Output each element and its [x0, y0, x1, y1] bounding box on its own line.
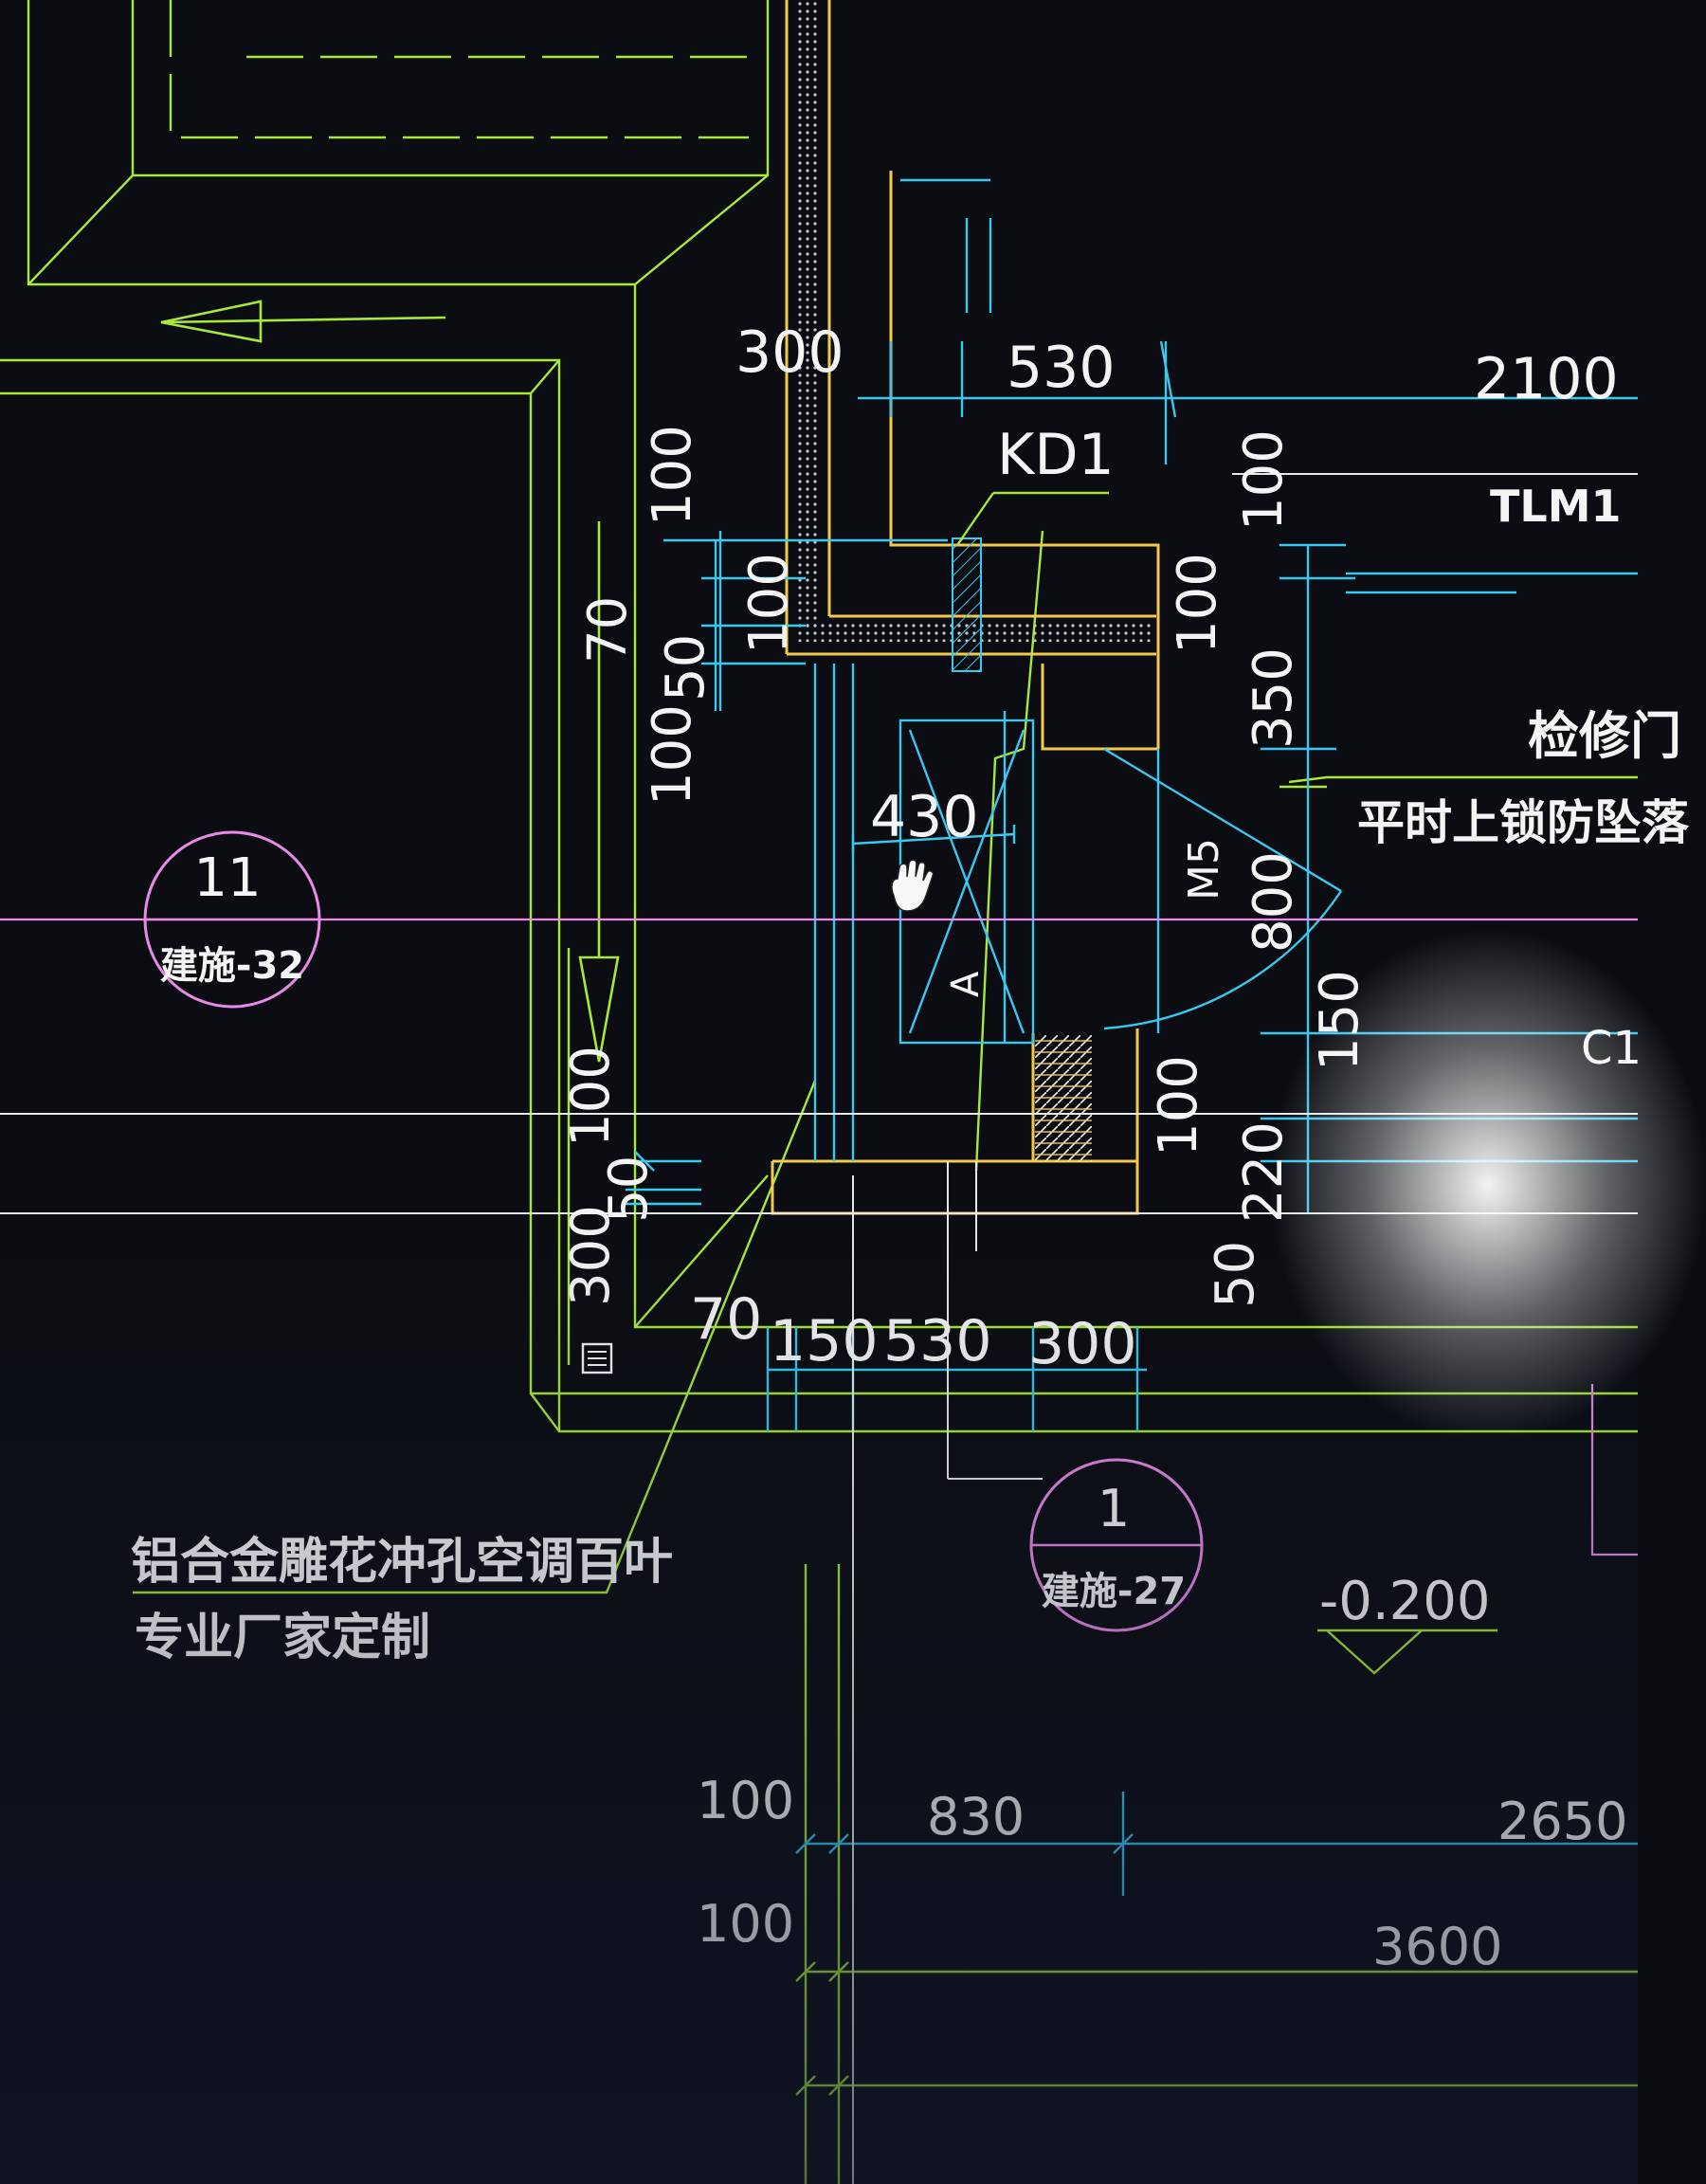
dim-430: 430	[870, 784, 979, 850]
dim-350-v: 350	[1243, 647, 1304, 749]
labels: KD1 TLM1 M5 A 检修门 平时上锁防坠落 C1 铝合金雕花冲孔空调百叶…	[131, 422, 1690, 1666]
dim-3600: 3600	[1372, 1917, 1502, 1976]
detail-sheet: 建施-27	[1042, 1570, 1186, 1613]
label-access-door: 检修门	[1528, 706, 1681, 766]
dim-300-h: 300	[1028, 1311, 1137, 1377]
cyan-lines	[626, 178, 1638, 1896]
dim-530-top: 530	[1007, 335, 1116, 401]
dim-70-h: 70	[690, 1286, 762, 1353]
dim-100-v-right-mid: 100	[1167, 553, 1228, 654]
hand-cursor-icon	[891, 859, 935, 912]
dim-220-v: 220	[1233, 1121, 1295, 1223]
wall-hatch	[1035, 1035, 1092, 1161]
label-lock-note: 平时上锁防坠落	[1357, 795, 1690, 850]
dim-150-v: 150	[1309, 970, 1370, 1071]
detail-mark-11[interactable]: 11 建施-32	[143, 830, 321, 1009]
dim-100-bottom-b: 100	[697, 1894, 794, 1954]
detail-number: 1	[1098, 1479, 1130, 1538]
column-hatch	[952, 537, 982, 672]
dim-800-v: 800	[1243, 851, 1304, 953]
detail-mark-1[interactable]: 1 建施-27	[1029, 1458, 1204, 1632]
dim-50-v-right: 50	[1205, 1241, 1266, 1308]
dim-100-v-c: 100	[642, 704, 703, 806]
detail-sheet: 建施-32	[160, 944, 304, 988]
dim-100-v-b: 100	[738, 553, 800, 654]
label-c: C1	[1581, 1022, 1642, 1075]
dim-300-top: 300	[735, 319, 844, 386]
dim-150-h: 150	[770, 1308, 879, 1374]
grip-icon[interactable]	[581, 1342, 613, 1374]
dim-2650: 2650	[1497, 1792, 1627, 1851]
dim-50-v-left: 50	[598, 1156, 660, 1223]
label-elevation: -0.200	[1319, 1571, 1491, 1632]
detail-number: 11	[193, 847, 261, 909]
dim-530-h: 530	[883, 1308, 992, 1374]
label-tlm1: TLM1	[1490, 481, 1621, 532]
elevation-symbol	[1317, 1629, 1497, 1675]
dim-2100-top: 2100	[1474, 346, 1619, 412]
dim-50-v: 50	[655, 634, 717, 701]
dim-100-v-right-low: 100	[1148, 1055, 1209, 1156]
label-kd1: KD1	[997, 422, 1115, 488]
dim-100-v-a: 100	[642, 425, 703, 526]
dim-70-v: 70	[577, 596, 639, 664]
dim-100-v-left-low: 100	[560, 1046, 622, 1147]
insulation-layer	[798, 0, 819, 630]
magenta-lines	[0, 918, 1638, 1556]
dim-100-v-right-top: 100	[1233, 429, 1295, 531]
label-a-mark: A	[944, 971, 988, 997]
label-louver-note-1: 铝合金雕花冲孔空调百叶	[131, 1534, 673, 1591]
label-louver-note-2: 专业厂家定制	[135, 1610, 430, 1666]
dim-830: 830	[927, 1787, 1025, 1847]
dim-100-bottom-a: 100	[697, 1771, 794, 1830]
label-m5: M5	[1180, 838, 1228, 901]
